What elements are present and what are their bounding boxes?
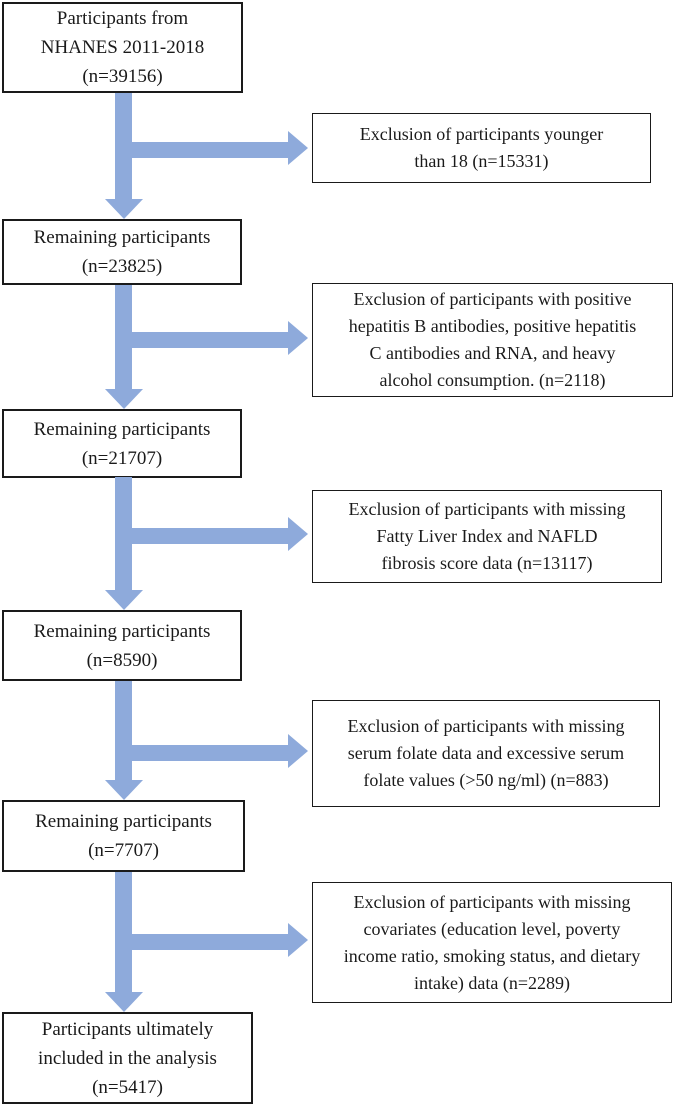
arrow-right-head-icon — [288, 923, 308, 957]
exclusion-box-hepatitis-alcohol: Exclusion of participants with positive … — [312, 283, 673, 397]
arrow-down-head-icon — [105, 992, 143, 1012]
arrow-shaft — [115, 93, 132, 199]
exclusion-box-fli-nafld: Exclusion of participants with missing F… — [312, 490, 662, 583]
arrow-shaft — [115, 872, 132, 992]
arrow-right-head-icon — [288, 517, 308, 551]
box-remaining-2-text: Remaining participants (n=21707) — [33, 418, 211, 469]
box-remaining-1-text: Remaining participants (n=23825) — [33, 227, 211, 277]
box-remaining-3: Remaining participants (n=8590) — [2, 610, 242, 681]
box-remaining-4-text: Remaining participants (n=7707) — [35, 811, 212, 861]
box-remaining-2: Remaining participants (n=21707) — [2, 409, 242, 478]
box-remaining-3-text: Remaining participants (n=8590) — [33, 620, 211, 671]
arrow-shaft — [132, 142, 288, 158]
arrow-right-head-icon — [288, 131, 308, 165]
box-participants-source-text: Participants from NHANES 2011-2018 (n=39… — [40, 8, 205, 87]
exclusion-box-hepatitis-alcohol-text: Exclusion of participants with positive … — [348, 289, 637, 390]
exclusion-box-serum-folate: Exclusion of participants with missing s… — [312, 700, 660, 807]
exclusion-box-fli-nafld-text: Exclusion of participants with missing F… — [348, 499, 626, 573]
arrow-shaft — [115, 477, 132, 590]
box-final-included: Participants ultimately included in the … — [2, 1012, 253, 1104]
arrow-down-head-icon — [105, 780, 143, 800]
box-remaining-1: Remaining participants (n=23825) — [2, 219, 242, 285]
arrow-right-head-icon — [288, 321, 308, 355]
box-participants-source: Participants from NHANES 2011-2018 (n=39… — [2, 2, 243, 93]
exclusion-box-covariates: Exclusion of participants with missing c… — [312, 882, 672, 1003]
arrow-shaft — [115, 681, 132, 780]
arrow-shaft — [132, 332, 288, 348]
arrow-shaft — [132, 934, 288, 950]
exclusion-box-age-text: Exclusion of participants younger than 1… — [359, 124, 604, 171]
box-remaining-4: Remaining participants (n=7707) — [2, 800, 245, 872]
box-final-included-text: Participants ultimately included in the … — [38, 1018, 217, 1098]
exclusion-box-covariates-text: Exclusion of participants with missing c… — [343, 891, 641, 993]
arrow-shaft — [132, 528, 288, 544]
exclusion-box-serum-folate-text: Exclusion of participants with missing s… — [347, 716, 625, 790]
arrow-shaft — [115, 285, 132, 389]
arrow-down-head-icon — [105, 199, 143, 219]
arrow-down-head-icon — [105, 590, 143, 610]
arrow-down-head-icon — [105, 389, 143, 409]
arrow-right-head-icon — [288, 734, 308, 768]
exclusion-box-age: Exclusion of participants younger than 1… — [312, 113, 651, 183]
arrow-shaft — [132, 745, 288, 761]
